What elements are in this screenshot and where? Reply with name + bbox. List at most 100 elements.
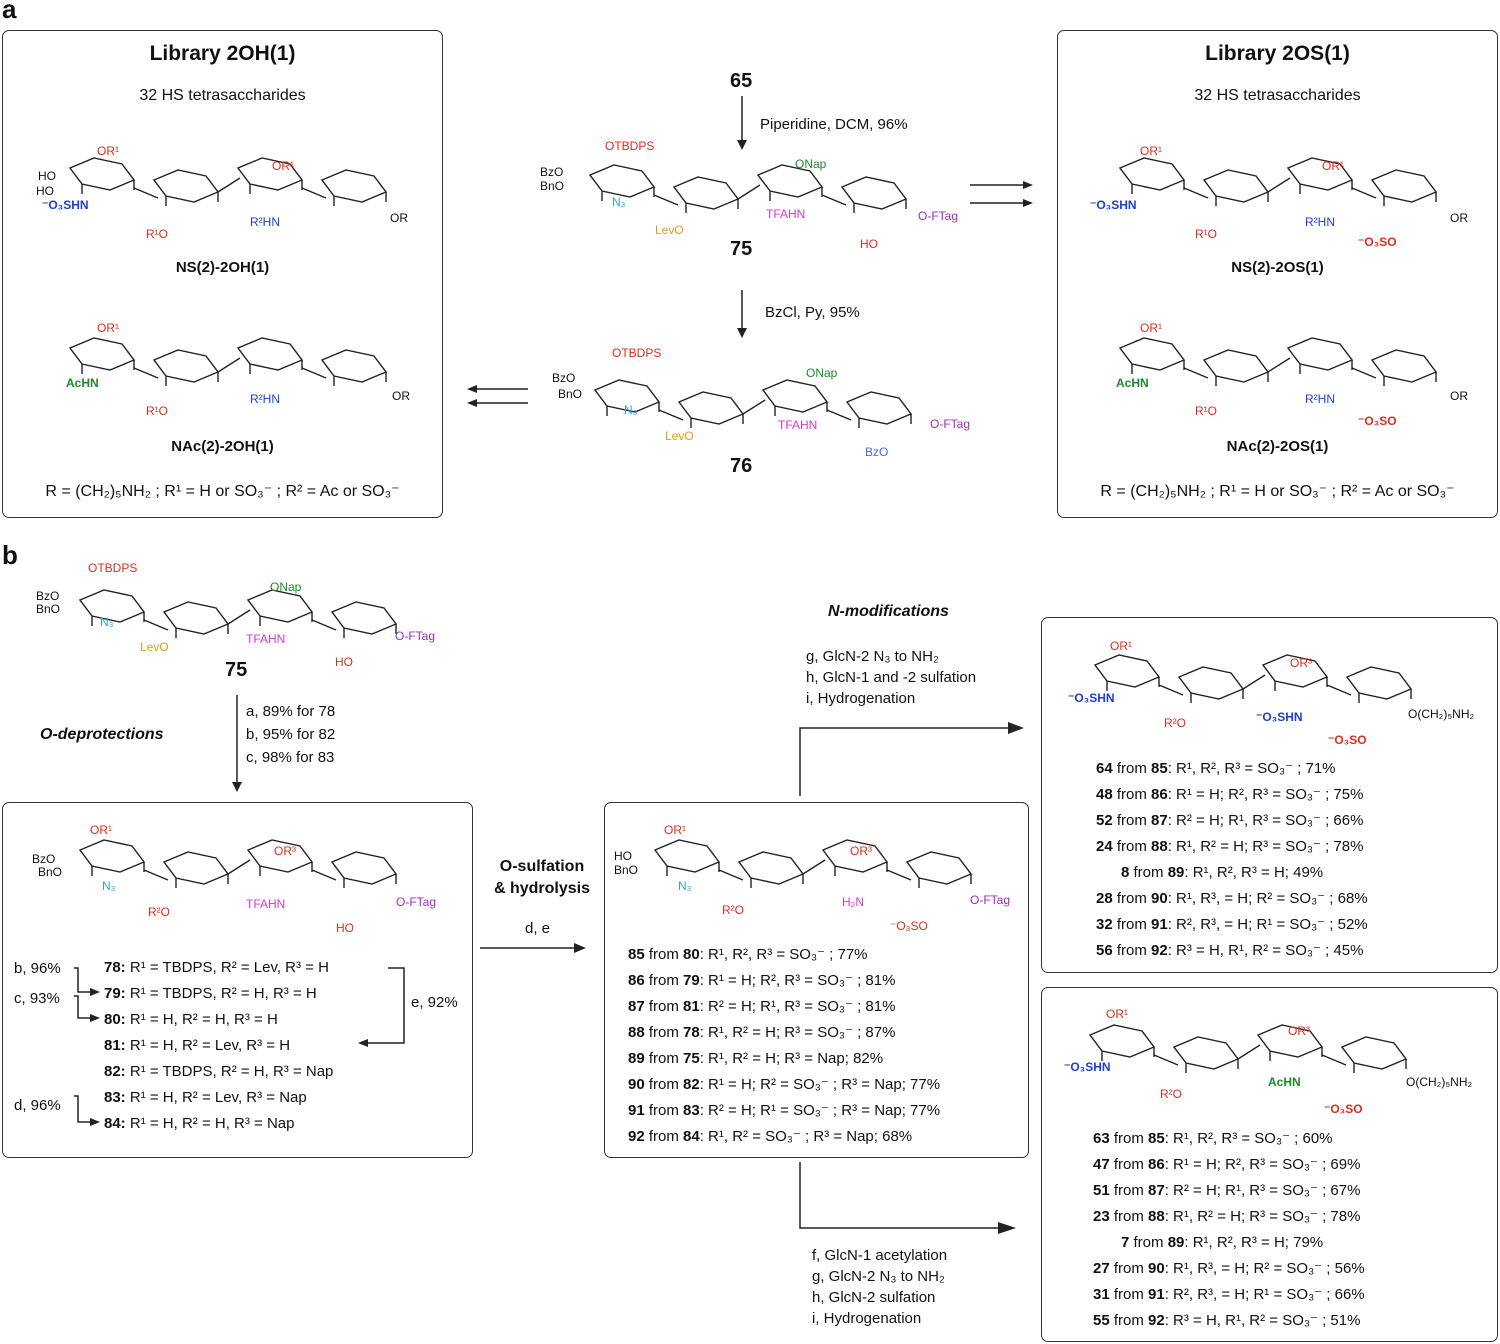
lower-condition-f: f, GlcN-1 acetylation <box>812 1247 948 1264</box>
compound-75b-label: 75 <box>225 659 248 681</box>
list-item: 78: R¹ = TBDPS, R² = Lev, R³ = H <box>104 959 329 976</box>
list-item: 92 from 84: R¹, R² = SO₃⁻ ; R³ = Nap; 68… <box>628 1128 913 1145</box>
group-label: OR³ <box>850 844 872 858</box>
group-label: BzO <box>36 589 60 603</box>
library-2os-subtitle: 32 HS tetrasaccharides <box>1194 87 1361 104</box>
group-label: HO <box>335 655 353 669</box>
group-label: ⁻O₃SHN <box>1090 198 1137 212</box>
group-label: OR¹ <box>1110 639 1132 653</box>
structure-75 <box>590 165 906 213</box>
group-label: ONap <box>806 366 838 380</box>
group-label: BzO <box>32 852 56 866</box>
compound-75-label: 75 <box>730 238 753 260</box>
structure-75b <box>80 590 396 638</box>
group-label: OTBDPS <box>88 561 138 575</box>
group-label: R²HN <box>250 215 280 229</box>
group-label: O-FTag <box>930 417 971 431</box>
group-label: OR¹ <box>90 823 112 837</box>
group-label: ⁻O₃SO <box>1328 733 1367 747</box>
group-label: R²HN <box>1305 215 1335 229</box>
list-item: 79: R¹ = TBDPS, R² = H, R³ = H <box>104 985 317 1002</box>
group-label: OR¹ <box>1106 1007 1128 1021</box>
group-label: BzO <box>865 445 889 459</box>
group-label: BzO <box>540 165 564 179</box>
list-item: 51 from 87: R² = H; R¹, R³ = SO₃⁻ ; 67% <box>1093 1182 1361 1199</box>
arrowhead-75-to-76 <box>737 328 747 338</box>
group-label: N₃ <box>624 403 638 417</box>
group-label: OR³ <box>274 844 296 858</box>
structure-ns2-2oh1 <box>70 158 386 206</box>
list-item: 88 from 78: R¹, R² = H; R³ = SO₃⁻ ; 87% <box>628 1024 896 1041</box>
library-2os-definition: R = (CH₂)₅NH₂ ; R¹ = H or SO₃⁻ ; R² = Ac… <box>1100 483 1455 500</box>
bracket-c <box>74 995 92 1019</box>
o-sulfation-label: O-sulfation & hydrolysis <box>493 858 591 897</box>
compound-ns2-2oh1-name: NS(2)-2OH(1) <box>175 259 270 276</box>
list-item: 32 from 91: R², R³, = H; R¹ = SO₃⁻ ; 52% <box>1096 916 1368 933</box>
structure-deprotected <box>80 840 396 888</box>
group-label: R¹O <box>146 227 168 241</box>
group-label: HO <box>336 921 354 935</box>
list-item: 31 from 91: R², R³, = H; R¹ = SO₃⁻ ; 66% <box>1093 1286 1365 1303</box>
group-label: R²O <box>722 903 744 917</box>
arrowhead-65-to-75 <box>737 140 747 150</box>
sulfated-list: 85 from 80: R¹, R², R³ = SO₃⁻ ; 77% 86 f… <box>628 942 940 1150</box>
group-label: OR¹ <box>97 321 119 335</box>
group-label: R¹O <box>1195 227 1217 241</box>
library-2os-title: Library 2OS(1) <box>1205 42 1350 65</box>
list-item: 89 from 75: R¹, R² = H; R³ = Nap; 82% <box>628 1050 884 1067</box>
upper-condition-h: h, GlcN-1 and -2 sulfation <box>806 669 977 686</box>
list-item: 82: R¹ = TBDPS, R² = H, R³ = Nap <box>104 1063 334 1080</box>
n-modifications-label: N-modifications <box>828 603 949 620</box>
library-2oh-title: Library 2OH(1) <box>149 42 296 65</box>
group-label: OR¹ <box>97 144 119 158</box>
list-item: 86 from 79: R¹ = H; R², R³ = SO₃⁻ ; 81% <box>628 972 896 989</box>
structure-ns-final <box>1095 655 1411 703</box>
compound-nac2-2oh1-name: NAc(2)-2OH(1) <box>171 438 274 455</box>
structure-sulfated <box>655 840 971 888</box>
group-label: LevO <box>665 429 694 443</box>
group-label: BnO <box>36 602 61 616</box>
step-piperidine-conditions: Piperidine, DCM, 96% <box>760 116 908 133</box>
group-label: BzO <box>552 371 576 385</box>
intermediate-list: 78: R¹ = TBDPS, R² = Lev, R³ = H 79: R¹ … <box>104 955 333 1137</box>
upper-condition-i: i, Hydrogenation <box>806 690 916 707</box>
group-label: BnO <box>38 865 63 879</box>
group-label: ⁻O₃SHN <box>1064 1060 1111 1074</box>
group-label: ⁻O₃SHN <box>42 198 89 212</box>
sulfation-conditions: d, e <box>525 920 551 937</box>
list-item: 84: R¹ = H, R² = H, R³ = Nap <box>104 1115 295 1132</box>
group-label: TFAHN <box>246 632 286 646</box>
arrow-to-ns-products <box>799 727 1010 796</box>
group-label: OR³ <box>1288 1024 1310 1038</box>
group-label: OR <box>1450 389 1468 403</box>
group-label: OR <box>392 389 410 403</box>
group-label: OR <box>1450 211 1468 225</box>
group-label: ⁻O₃SHN <box>1068 691 1115 705</box>
upper-condition-g: g, GlcN-2 N₃ to NH₂ <box>806 648 939 665</box>
group-label: H₂N <box>842 895 864 909</box>
deprot-condition-c: c, 98% for 83 <box>246 749 335 766</box>
group-label: R²O <box>1164 716 1186 730</box>
group-label: OR¹ <box>1140 144 1162 158</box>
panel-b-letter: b <box>2 540 18 570</box>
group-label: R¹O <box>1195 404 1217 418</box>
group-label: N₃ <box>100 615 114 629</box>
group-label: O-FTag <box>395 629 436 643</box>
structure-nac2-2os1 <box>1120 338 1436 386</box>
structure-76 <box>595 380 911 428</box>
group-label: OTBDPS <box>605 139 655 153</box>
list-item: 52 from 87: R² = H; R¹, R³ = SO₃⁻ ; 66% <box>1096 812 1364 829</box>
side-label-b: b, 96% <box>14 960 61 977</box>
group-label: R²HN <box>250 392 280 406</box>
side-label-e: e, 92% <box>411 994 458 1011</box>
compound-76-label: 76 <box>730 455 753 477</box>
lower-condition-g: g, GlcN-2 N₃ to NH₂ <box>812 1268 945 1285</box>
sulfated-intermediates-box <box>604 802 1029 1158</box>
list-item: 80: R¹ = H, R² = H, R³ = H <box>104 1011 278 1028</box>
group-label: ⁻O₃SO <box>1324 1102 1363 1116</box>
group-label: R²O <box>148 905 170 919</box>
list-item: 91 from 83: R² = H; R¹ = SO₃⁻ ; R³ = Nap… <box>628 1102 941 1119</box>
group-label: LevO <box>140 640 169 654</box>
group-label: OR¹ <box>664 823 686 837</box>
